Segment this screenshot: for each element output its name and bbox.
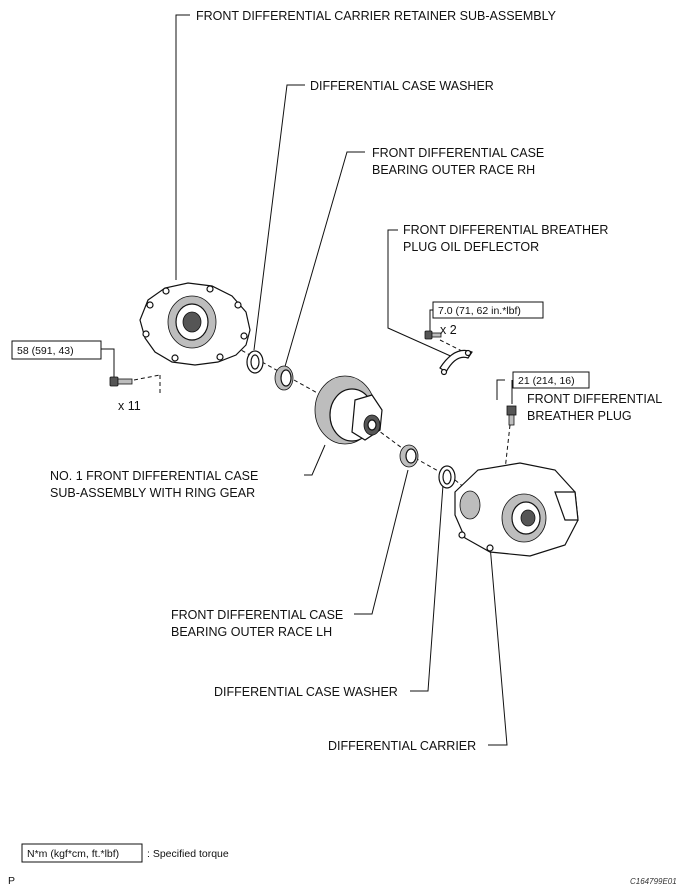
label-outer-race-rh-line1: FRONT DIFFERENTIAL CASE [372,146,544,160]
breather-plug-part [506,405,517,426]
outer-race-rh-part [274,365,294,391]
case-washer-bottom-part [438,465,456,489]
label-breather-plug-line1: FRONT DIFFERENTIAL [527,392,662,406]
torque-box-deflector-bolt: 7.0 (71, 62 in.*lbf) [432,301,544,319]
torque-box-breather-plug: 21 (214, 16) [512,371,590,389]
label-breather-plug-line2: BREATHER PLUG [527,409,632,423]
label-differential-carrier: DIFFERENTIAL CARRIER [328,739,476,753]
legend-description: : Specified torque [147,848,229,860]
case-washer-top-part [246,350,264,374]
label-case-sub-line2: SUB-ASSEMBLY WITH RING GEAR [50,486,255,500]
qty-deflector-bolts: x 2 [440,323,457,337]
differential-carrier-part [454,462,579,557]
label-oil-deflector-line2: PLUG OIL DEFLECTOR [403,240,539,254]
label-case-washer-bottom: DIFFERENTIAL CASE WASHER [214,685,398,699]
retainer-bolt-part [109,376,133,387]
diff-case-ring-gear-part [314,375,383,445]
label-outer-race-lh-line2: BEARING OUTER RACE LH [171,625,332,639]
legend-unit-box-text: N*m (kgf*cm, ft.*lbf) [27,848,119,860]
label-outer-race-lh-line1: FRONT DIFFERENTIAL CASE [171,608,343,622]
figure-code: C164799E01 [630,877,677,886]
oil-deflector-part [439,349,473,376]
leader-lines [101,14,513,746]
torque-deflector-bolt: 7.0 (71, 62 in.*lbf) [438,305,521,317]
label-case-sub-line1: NO. 1 FRONT DIFFERENTIAL CASE [50,469,258,483]
outer-race-lh-part [399,444,419,468]
label-outer-race-rh-line2: BEARING OUTER RACE RH [372,163,535,177]
qty-retainer-bolts: x 11 [118,399,141,413]
torque-retainer-bolt: 58 (591, 43) [17,345,74,357]
legend: N*m (kgf*cm, ft.*lbf) : Specified torque [21,843,229,863]
label-carrier-retainer: FRONT DIFFERENTIAL CARRIER RETAINER SUB-… [196,9,557,23]
torque-breather-plug: 21 (214, 16) [518,375,575,387]
carrier-retainer-part [139,282,251,366]
footer-left-mark: P [8,875,15,887]
deflector-bolt-part [424,330,442,340]
label-case-washer-top: DIFFERENTIAL CASE WASHER [310,79,494,93]
label-oil-deflector-line1: FRONT DIFFERENTIAL BREATHER [403,223,608,237]
torque-box-retainer-bolt: 58 (591, 43) [11,340,102,360]
